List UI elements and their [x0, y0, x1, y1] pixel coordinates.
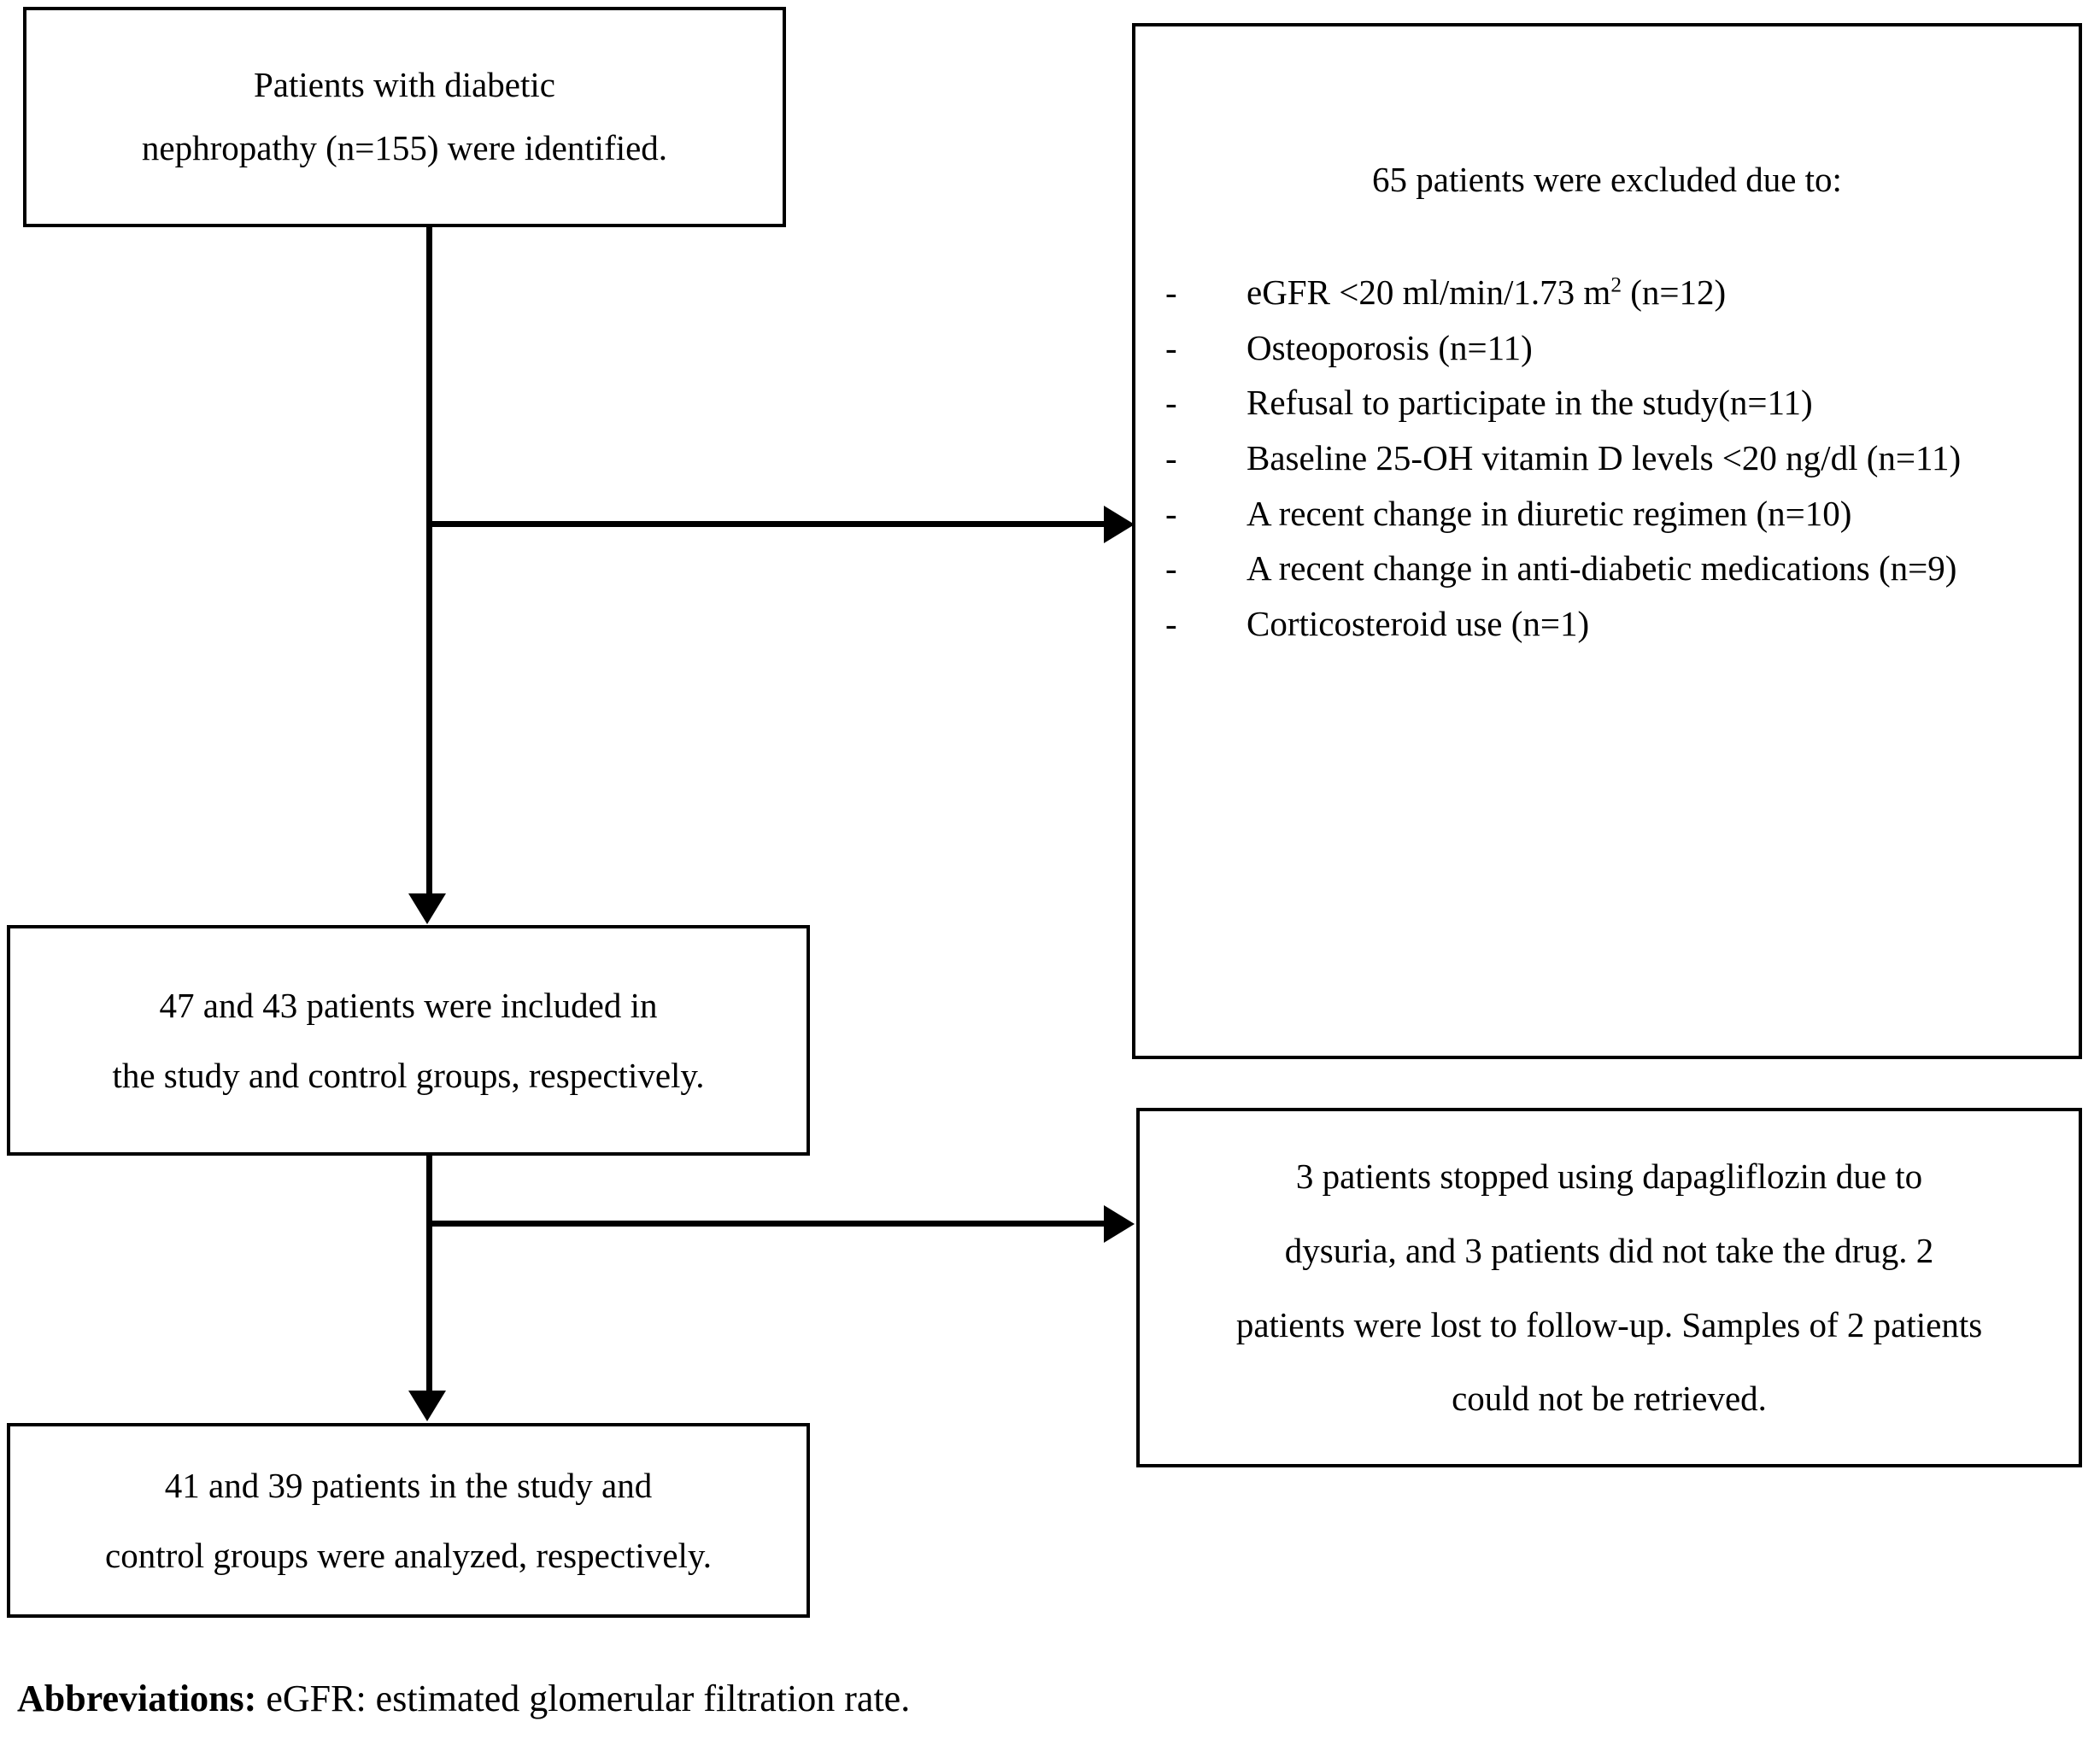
excluded-item-0-text-a: eGFR <20 ml/min/1.73 m: [1247, 272, 1611, 312]
list-item: - Osteoporosis (n=11): [1135, 322, 2079, 374]
box-patients-identified: Patients with diabetic nephropathy (n=15…: [23, 7, 786, 227]
box-attrition-text: 3 patients stopped using dapagliflozin d…: [1140, 1139, 2079, 1437]
bullet-dash-icon: -: [1165, 548, 1177, 589]
connector-to-excluded-arrowhead: [1104, 506, 1135, 543]
bullet-dash-icon: -: [1165, 438, 1177, 478]
identified-line-2: nephropathy (n=155) were identified.: [141, 128, 668, 167]
list-item: - Corticosteroid use (n=1): [1135, 598, 2079, 650]
box-attrition: 3 patients stopped using dapagliflozin d…: [1136, 1108, 2082, 1467]
excluded-heading: 65 patients were excluded due to:: [1372, 160, 1842, 199]
box-patients-analyzed: 41 and 39 patients in the study and cont…: [7, 1423, 810, 1618]
attrition-line-1: 3 patients stopped using dapagliflozin d…: [1295, 1156, 1923, 1196]
box-patients-analyzed-text: 41 and 39 patients in the study and cont…: [10, 1450, 807, 1590]
excluded-item-1-text: Osteoporosis (n=11): [1247, 327, 1533, 367]
included-line-1: 47 and 43 patients were included in: [159, 986, 658, 1025]
connector-identified-to-included-arrowhead: [408, 893, 446, 924]
excluded-item-3-text: Baseline 25-OH vitamin D levels <20 ng/d…: [1247, 438, 1962, 478]
bullet-dash-icon: -: [1165, 327, 1177, 367]
excluded-item-4-text: A recent change in diuretic regimen (n=1…: [1247, 493, 1852, 533]
analyzed-line-2: control groups were analyzed, respective…: [105, 1536, 712, 1575]
box-excluded-patients: 65 patients were excluded due to: - eGFR …: [1132, 23, 2082, 1059]
list-item: - A recent change in anti-diabetic medica…: [1135, 542, 2079, 594]
bullet-dash-icon: -: [1165, 493, 1177, 533]
excluded-reasons-list: - eGFR <20 ml/min/1.73 m2 (n=12) - Osteopo…: [1135, 266, 2079, 653]
connector-to-attrition-arrowhead: [1104, 1205, 1135, 1243]
excluded-item-0-superscript: 2: [1610, 272, 1622, 297]
included-line-2: the study and control groups, respective…: [112, 1056, 705, 1095]
identified-line-1: Patients with diabetic: [254, 65, 555, 105]
connector-to-attrition-line: [426, 1221, 1106, 1227]
abbreviations-footnote: Abbreviations: eGFR: estimated glomerula…: [17, 1677, 910, 1720]
box-patients-included-text: 47 and 43 patients were included in the …: [10, 970, 807, 1110]
connector-identified-to-included-line: [426, 227, 432, 898]
excluded-item-2-text: Refusal to participate in the study(n=11…: [1247, 383, 1813, 423]
attrition-line-3: patients were lost to follow-up. Samples…: [1235, 1304, 1983, 1344]
attrition-line-4: could not be retrieved.: [1452, 1379, 1767, 1419]
connector-included-to-analyzed-arrowhead: [408, 1391, 446, 1421]
analyzed-line-1: 41 and 39 patients in the study and: [164, 1466, 653, 1505]
abbreviations-label: Abbreviations:: [17, 1678, 257, 1719]
list-item: - Refusal to participate in the study(n=1…: [1135, 377, 2079, 429]
abbreviations-text: eGFR: estimated glomerular filtration ra…: [256, 1678, 911, 1719]
connector-to-excluded-line: [426, 521, 1106, 527]
box-patients-included: 47 and 43 patients were included in the …: [7, 925, 810, 1156]
excluded-item-5-text: A recent change in anti-diabetic medicat…: [1247, 548, 1957, 589]
bullet-dash-icon: -: [1165, 383, 1177, 423]
attrition-line-2: dysuria, and 3 patients did not take the…: [1284, 1230, 1934, 1270]
box-patients-identified-text: Patients with diabetic nephropathy (n=15…: [26, 54, 783, 180]
bullet-dash-icon: -: [1165, 272, 1177, 312]
bullet-dash-icon: -: [1165, 604, 1177, 644]
connector-included-to-analyzed-line: [426, 1156, 432, 1395]
list-item: - eGFR <20 ml/min/1.73 m2 (n=12): [1135, 266, 2079, 319]
excluded-item-0-text-b: (n=12): [1622, 272, 1727, 312]
excluded-item-6-text: Corticosteroid use (n=1): [1247, 604, 1590, 644]
list-item: - Baseline 25-OH vitamin D levels <20 ng/…: [1135, 432, 2079, 484]
list-item: - A recent change in diuretic regimen (n=…: [1135, 488, 2079, 540]
